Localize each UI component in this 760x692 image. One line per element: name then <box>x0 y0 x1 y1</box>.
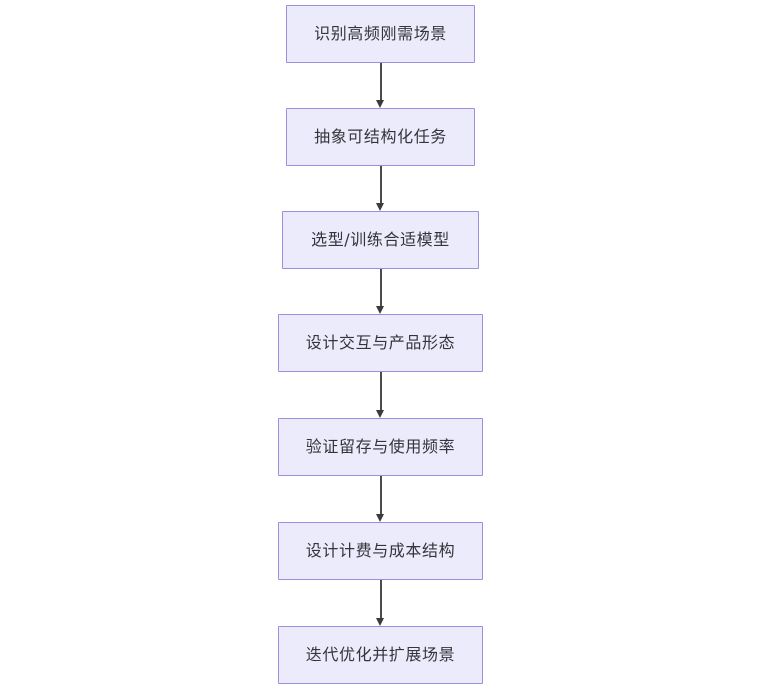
arrowhead-down-icon <box>375 618 384 626</box>
flow-node-label: 设计计费与成本结构 <box>305 541 456 561</box>
edge-line <box>380 269 382 306</box>
flow-node-design-interaction[interactable]: 设计交互与产品形态 <box>278 314 483 372</box>
flow-node-label: 识别高频刚需场景 <box>314 24 447 44</box>
flow-node-abstract-task[interactable]: 抽象可结构化任务 <box>286 108 475 166</box>
flow-node-label: 验证留存与使用频率 <box>305 437 456 457</box>
edge-line <box>380 63 382 100</box>
arrowhead-down-icon <box>375 203 384 211</box>
flow-node-select-train-model[interactable]: 选型/训练合适模型 <box>282 211 479 269</box>
arrowhead-down-icon <box>375 514 384 522</box>
flow-node-label: 迭代优化并扩展场景 <box>305 645 456 665</box>
flow-node-label: 抽象可结构化任务 <box>314 127 447 147</box>
flow-node-iterate-expand[interactable]: 迭代优化并扩展场景 <box>278 626 483 684</box>
flow-node-design-pricing[interactable]: 设计计费与成本结构 <box>278 522 483 580</box>
arrowhead-down-icon <box>375 410 384 418</box>
flow-node-identify-scenario[interactable]: 识别高频刚需场景 <box>286 5 475 63</box>
flow-node-label: 设计交互与产品形态 <box>305 333 456 353</box>
arrowhead-down-icon <box>375 306 384 314</box>
edge-line <box>380 166 382 203</box>
arrowhead-down-icon <box>375 100 384 108</box>
edge-line <box>380 580 382 618</box>
flow-node-label: 选型/训练合适模型 <box>311 230 450 250</box>
edge-line <box>380 372 382 410</box>
flow-node-validate-retention[interactable]: 验证留存与使用频率 <box>278 418 483 476</box>
edge-line <box>380 476 382 514</box>
